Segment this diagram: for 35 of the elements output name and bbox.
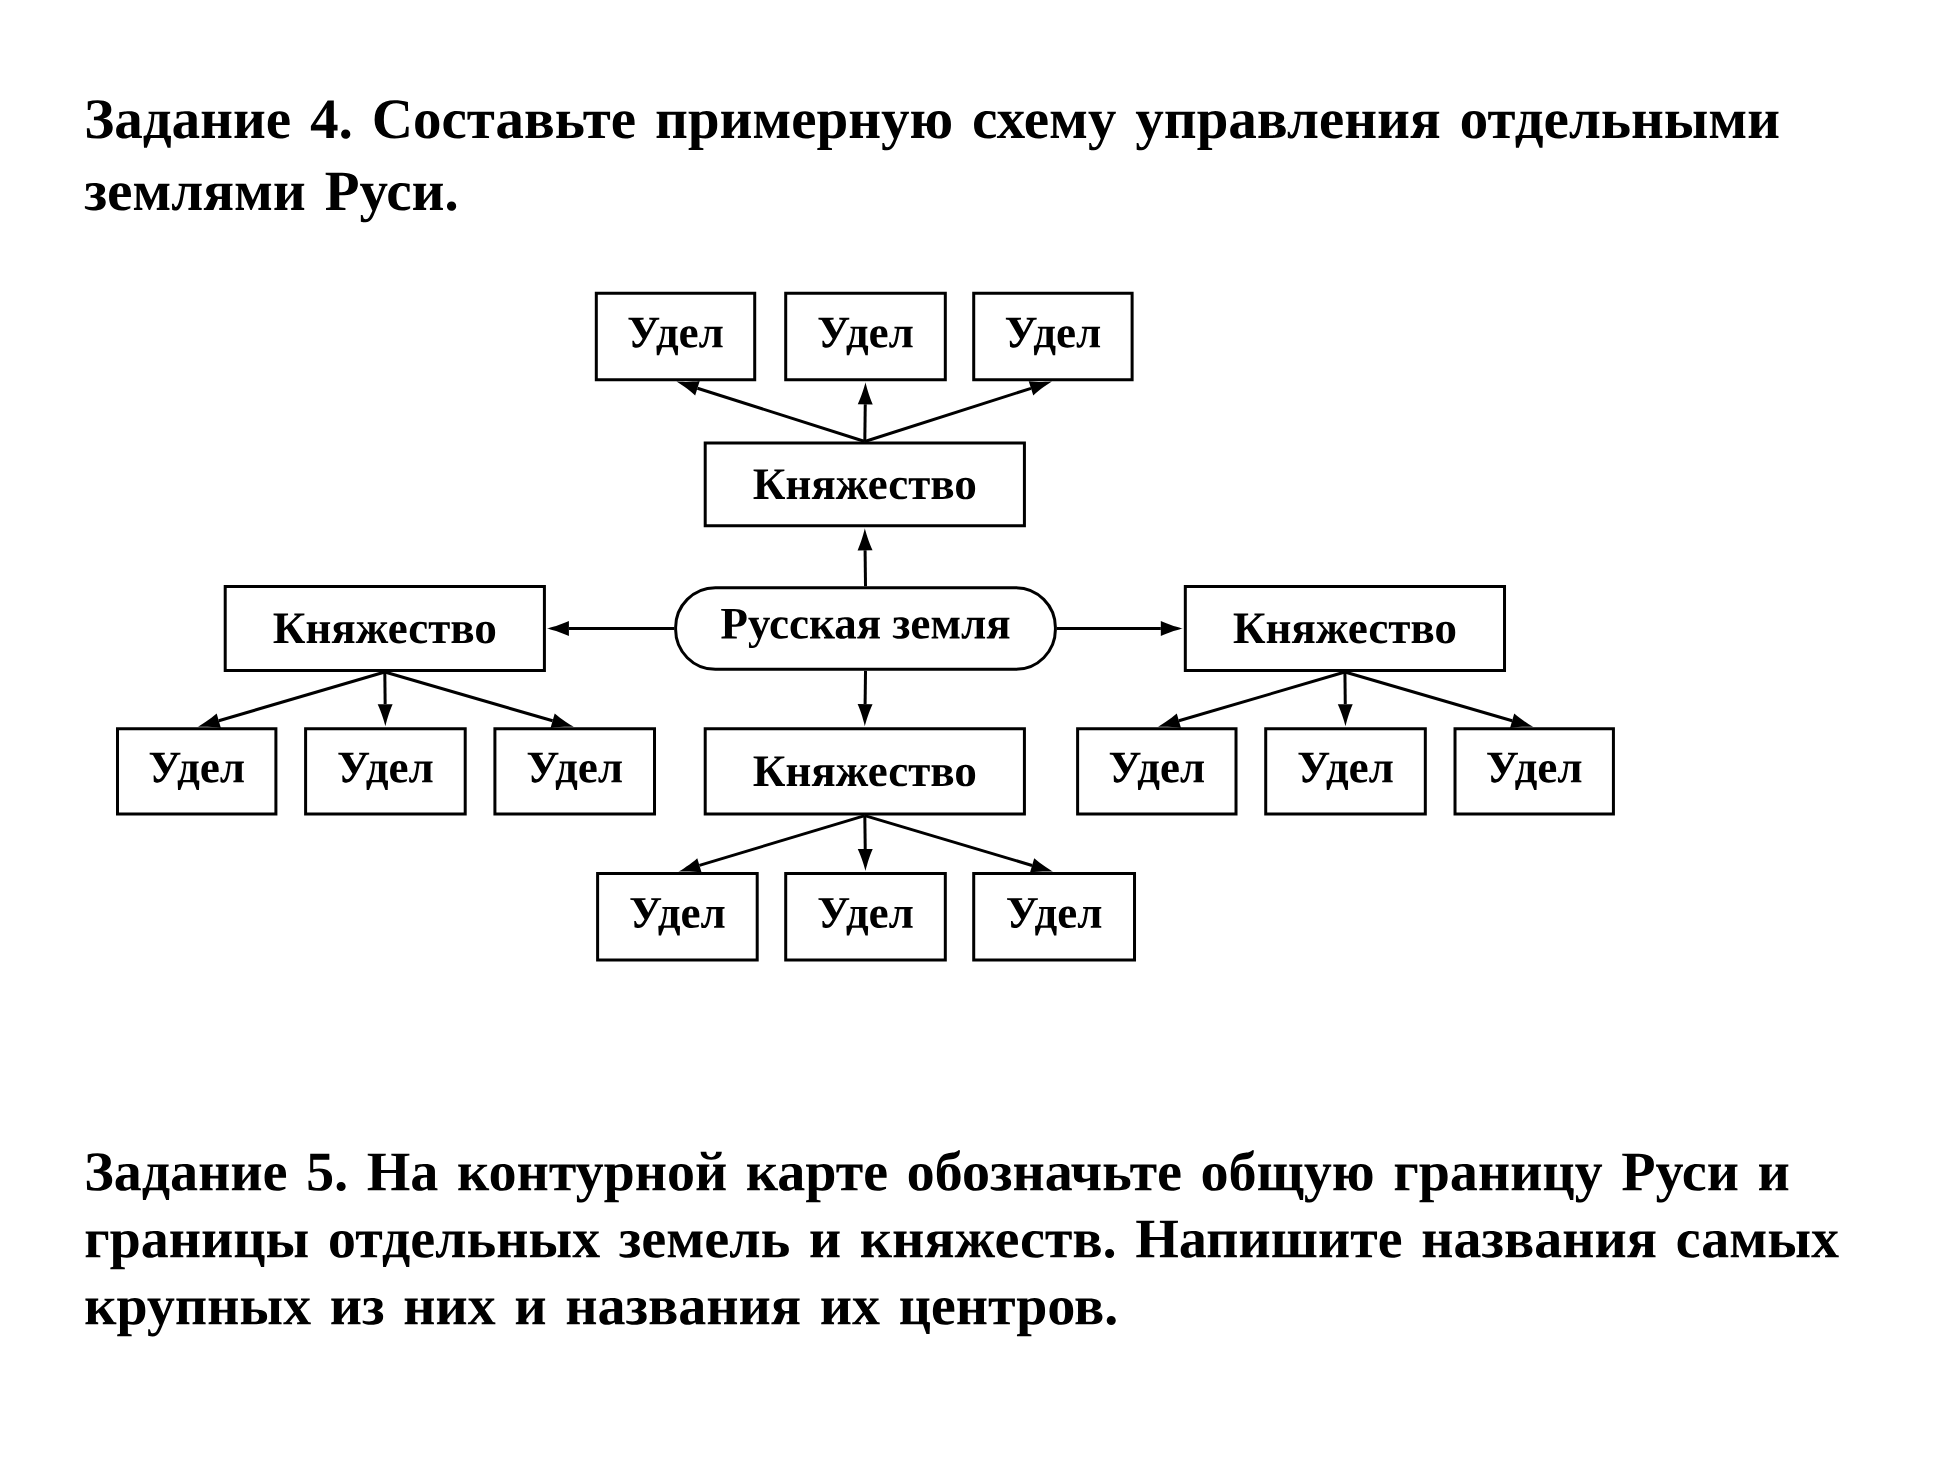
text-box: Княжество <box>223 584 546 673</box>
text-box: Удел <box>1076 727 1238 816</box>
text-box: Княжество <box>1183 584 1506 673</box>
text-box: Удел <box>784 872 947 962</box>
arrow <box>384 670 574 728</box>
arrow <box>1337 672 1353 727</box>
text-box: Удел <box>972 872 1136 962</box>
arrow <box>857 528 873 587</box>
text-box: Княжество <box>703 441 1026 528</box>
text-box: Удел <box>1264 727 1427 816</box>
arrow <box>676 381 866 443</box>
text-box: Удел <box>493 727 656 816</box>
heading: Задание 4. Составьте примерную схему управления отдельными землями Руси. <box>84 100 1779 223</box>
arrow <box>1344 670 1534 728</box>
text-box: Удел <box>784 291 947 382</box>
arrow <box>857 815 873 871</box>
arrow <box>678 814 866 873</box>
text-box: Удел <box>594 291 757 382</box>
instruction-text: Задание 5. На контурной карте обозначьте общую границу Руси и границы отдельных земель и княжеств. Напишите названия самых крупных из них и названия их центров. <box>85 1150 1839 1337</box>
text-box: Удел <box>1453 727 1615 816</box>
text-box: Удел <box>596 872 759 962</box>
arrow <box>864 381 1052 443</box>
text-box: Удел <box>972 291 1134 382</box>
arrow <box>1056 621 1183 636</box>
arrow <box>857 670 873 727</box>
arrow <box>377 672 393 727</box>
arrow <box>857 382 873 442</box>
text-box: Княжество <box>703 727 1026 816</box>
arrow <box>546 621 675 636</box>
text-box: Удел <box>304 727 467 816</box>
arrow <box>864 814 1054 873</box>
rounded-box: Русская земля <box>674 586 1057 671</box>
arrow <box>1157 670 1346 728</box>
arrow <box>197 670 386 728</box>
text-box: Удел <box>116 727 278 816</box>
